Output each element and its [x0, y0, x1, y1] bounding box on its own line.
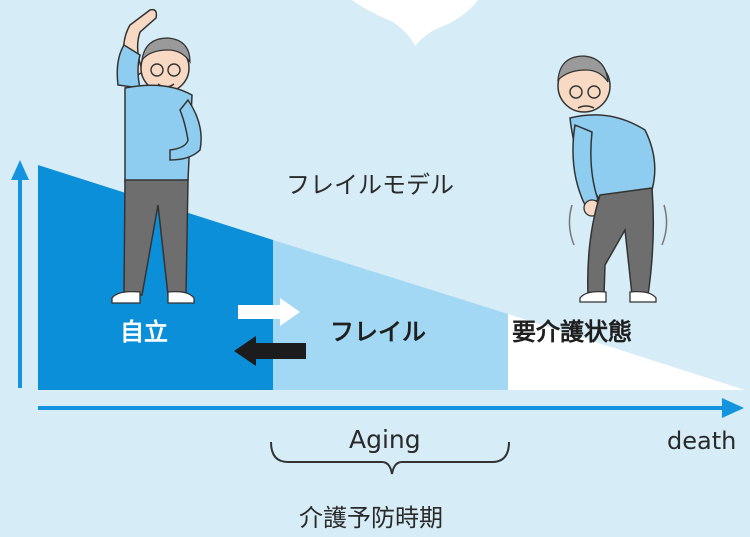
zone-care-area	[508, 314, 745, 390]
aging-label: Aging	[349, 425, 421, 454]
zone-independent-label: 自立	[120, 318, 168, 346]
zone-independent-area	[38, 165, 273, 390]
model-title: フレイルモデル	[286, 171, 454, 199]
prevention-period-label: 介護予防時期	[299, 504, 443, 532]
aging-brace	[270, 441, 510, 475]
arrow-back-icon	[234, 336, 306, 366]
arrow-forward-icon	[238, 298, 300, 326]
death-label: death	[667, 427, 737, 455]
speech-bubble-icon	[352, 0, 478, 46]
exercising-elderly-man-icon	[111, 8, 202, 304]
zone-frail-label: フレイル	[330, 318, 426, 346]
frail-elderly-man-icon	[557, 55, 668, 303]
zone-frail-area	[273, 240, 508, 390]
horizontal-axis-arrow	[38, 398, 744, 418]
zone-care-needed-label: 要介護状態	[512, 318, 632, 346]
vertical-axis-arrow	[11, 160, 29, 388]
